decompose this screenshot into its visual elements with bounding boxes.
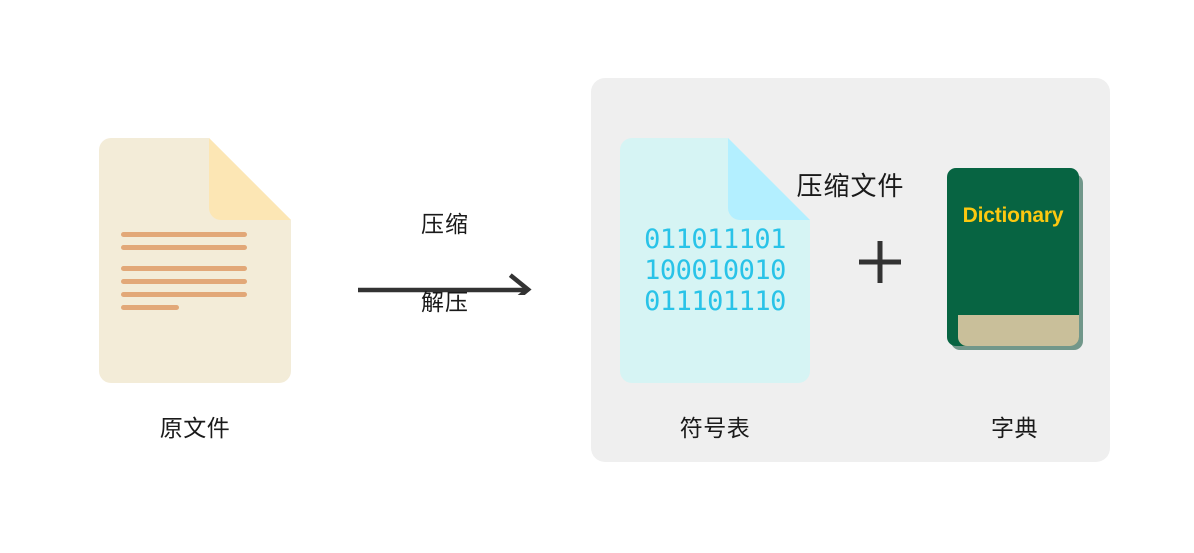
- binary-row: 011101110: [644, 286, 786, 317]
- document-icon: [99, 138, 291, 383]
- original-file-group: [99, 138, 291, 383]
- decompress-arrow-label: 解压: [421, 289, 469, 315]
- book-icon: [947, 168, 1083, 350]
- binary-row: 011011101: [644, 224, 786, 255]
- plus-icon: [856, 238, 904, 286]
- arrow-pair-icon: [358, 273, 532, 295]
- binary-document-icon: [620, 138, 810, 383]
- conversion-arrows-group: 压缩 解压: [352, 205, 538, 315]
- dictionary-caption: 字典: [991, 415, 1038, 441]
- symbol-table-caption: 符号表: [679, 415, 751, 441]
- compressed-panel-title: 压缩文件: [796, 171, 905, 201]
- compress-arrow-label: 压缩: [421, 211, 469, 237]
- binary-row: 100010010: [644, 255, 786, 286]
- dictionary-group: Dictionary: [947, 168, 1086, 350]
- original-file-caption: 原文件: [159, 415, 231, 441]
- symbol-table-group: 011011101 100010010 011101110: [620, 138, 810, 383]
- dictionary-cover-title: Dictionary: [962, 204, 1064, 227]
- binary-text-block: 011011101 100010010 011101110: [620, 224, 810, 317]
